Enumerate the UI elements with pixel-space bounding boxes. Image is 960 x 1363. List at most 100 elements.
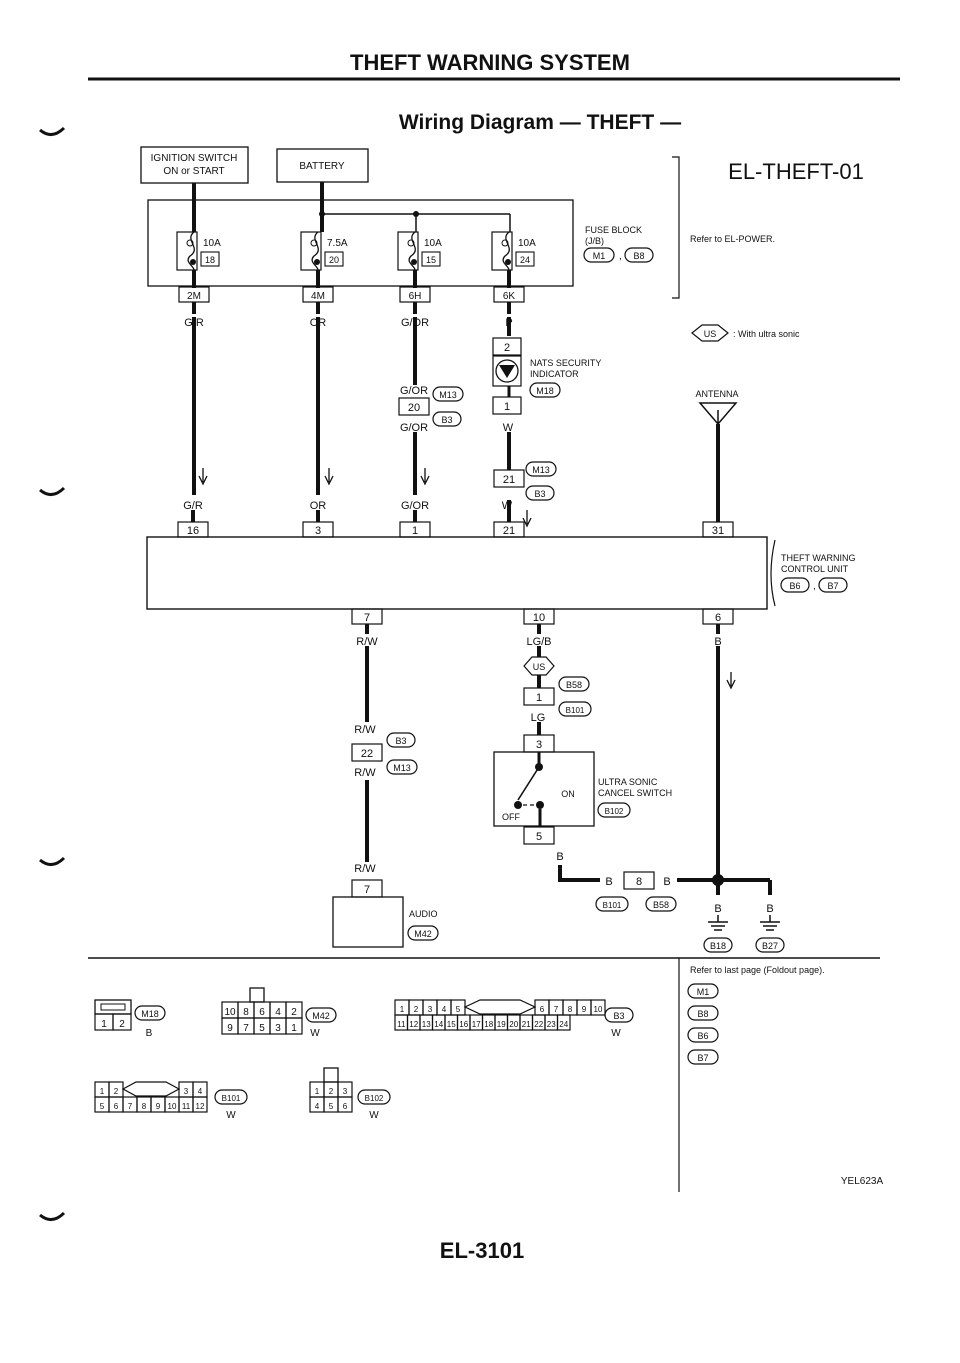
fuse-contact [310,239,318,247]
connector-tag-b101 [558,701,592,717]
refer-power-note: Refer to EL-POWER. [690,234,775,244]
fuse-element-icon [408,231,416,271]
cavity-number: 9 [582,1005,587,1014]
connector-tag-b101-label: B101 [566,706,585,715]
nats-pin1: 1 [504,401,510,413]
connector-tag-b27 [755,937,785,953]
connector-tag-b3c [386,732,416,748]
connector-cavity [590,999,606,1016]
cu-pin-box [399,521,431,538]
connector-tag-b8-label: B8 [633,251,644,261]
connector-tag-b6 [780,577,810,593]
connector-tag-m13b-label: M13 [532,465,550,475]
cu-wire-label: G/OR [401,500,429,512]
nats-pin2-box [492,337,522,356]
cu-pin-box [702,521,734,538]
bus-junction [319,211,325,217]
fuse-rating: 7.5A [327,238,348,249]
connector-color: W [310,1028,320,1039]
audio-joint-pin22: 22 [361,748,373,760]
us-switch-box [493,751,595,827]
wire-label-b-gnd2: B [766,903,773,915]
nats-lamp-triangle [499,365,515,378]
fuse-contact [314,259,320,265]
cavity-number: 6 [343,1102,348,1111]
fuse-contact [190,259,196,265]
cavity-number: 8 [243,1007,249,1018]
cu-pin-number: 7 [364,612,370,624]
wire-label-b-gnd1: B [714,903,721,915]
connector-color: W [611,1028,621,1039]
cavity-number: 11 [182,1102,191,1111]
us-switch-off-contact [514,801,522,809]
us-switch-off: OFF [502,812,520,822]
foldout-note: Refer to last page (Foldout page). [690,965,825,975]
connector-tag-b58 [558,676,590,692]
foldout-tag-b7-label: B7 [697,1053,708,1063]
cavity-number: 1 [315,1087,320,1096]
cavity-number: 13 [422,1020,431,1029]
fuse-terminal: 2M [187,291,201,302]
cavity-number: 17 [472,1020,481,1029]
connector-tag-b7-label: B7 [827,581,838,591]
connector-tag-b101b [595,896,629,912]
wire-label-rw3: R/W [354,863,376,875]
antenna-label: ANTENNA [695,389,738,399]
ground-symbol-icon [760,915,780,931]
cavity-number: 19 [497,1020,506,1029]
connector-lock [100,1003,126,1011]
connector-face-tag-b102 [357,1089,391,1105]
control-unit-box [146,536,768,610]
cavity-number: 11 [397,1020,406,1029]
cavity-number: 2 [119,1019,125,1030]
refer-bracket [672,156,680,299]
connector-color: W [369,1110,379,1121]
fuse-rating: 10A [203,238,221,249]
wire-label: G/R [184,317,204,329]
connector-tag-b102-label: B102 [605,807,624,816]
fuse-housing [397,231,419,271]
cavity-number: 7 [128,1102,133,1111]
binding-mark [39,856,66,866]
ground-joint-pin8-box [623,871,655,890]
connector-tag-b3 [432,411,462,427]
connector-key [121,1081,181,1097]
foldout-tag-m1 [687,983,719,999]
cavity-number: 15 [447,1020,456,1029]
fuse-contact [501,239,509,247]
foldout-tag-b8 [687,1005,719,1021]
wire-label-lg: LG [531,712,546,724]
connector-tag-b58b-label: B58 [653,900,669,910]
cavity-number: 20 [509,1020,518,1029]
fuse-block-line2: (J/B) [585,236,604,246]
cavity-number: 8 [568,1005,573,1014]
cavity-number: 10 [168,1102,177,1111]
connector-face-tag-m18 [134,1005,166,1021]
connector-face-tag-b101-label: B101 [222,1094,241,1103]
fuse-housing [176,231,198,271]
wire-label-w: W [503,422,514,434]
us-joint-pin1: 1 [536,692,542,704]
connector-lock [249,987,265,1003]
cavity-number: 22 [534,1020,543,1029]
us-switch-on: ON [561,789,575,799]
wire-label-w2: W [502,500,513,512]
cu-pin-number: 16 [187,525,199,537]
binding-mark [39,1211,66,1221]
control-unit-line2: CONTROL UNIT [781,564,849,574]
connector-tag-b101b-label: B101 [603,901,622,910]
cavity-number: 6 [259,1007,265,1018]
cavity-number: 12 [196,1102,205,1111]
wire-label-gor-upper: G/OR [400,385,428,397]
flow-arrow-icon [726,672,736,690]
connector-tag-m42-label: M42 [414,929,432,939]
connector-tag-b27-label: B27 [762,941,778,951]
foldout-tag-b6-label: B6 [697,1031,708,1041]
control-unit-line1: THEFT WARNING [781,553,856,563]
audio-label: AUDIO [409,909,438,919]
binding-mark [39,126,66,136]
ignition-label-line2: ON or START [163,166,224,177]
